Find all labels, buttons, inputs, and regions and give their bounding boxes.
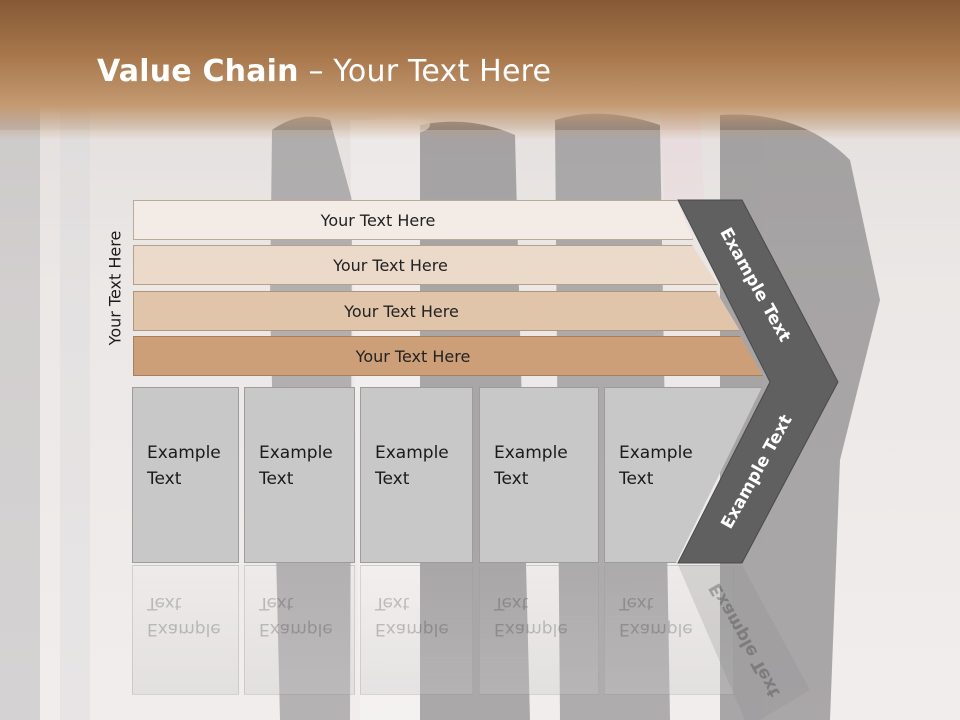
box-text-line2: Text bbox=[259, 469, 294, 489]
box-text-line2: Text bbox=[619, 469, 654, 489]
box-text-line1: Example bbox=[375, 443, 449, 463]
chevron-shape bbox=[677, 199, 839, 564]
box-text-line1: Example bbox=[619, 443, 693, 463]
support-row-2: Your Text Here bbox=[133, 245, 718, 285]
box-text-line1: Example bbox=[147, 443, 221, 463]
slide-title: Value Chain – Your Text Here bbox=[97, 54, 551, 89]
support-row-4: Your Text Here bbox=[133, 336, 763, 376]
box-text-line2: Text bbox=[147, 469, 182, 489]
box-text-line2: Text bbox=[375, 469, 410, 489]
box-text-line1: Example bbox=[494, 443, 568, 463]
title-bold: Value Chain bbox=[97, 54, 299, 89]
support-row-3: Your Text Here bbox=[133, 291, 740, 331]
title-rest: – Your Text Here bbox=[298, 54, 552, 89]
box-text-line2: Text bbox=[494, 469, 529, 489]
support-row-1: Your Text Here bbox=[133, 200, 693, 240]
title-bar bbox=[0, 0, 960, 140]
box-text-line1: Example bbox=[259, 443, 333, 463]
chevron-reflection bbox=[678, 565, 810, 720]
